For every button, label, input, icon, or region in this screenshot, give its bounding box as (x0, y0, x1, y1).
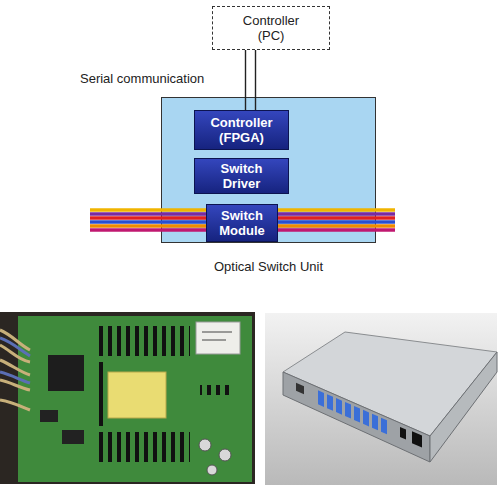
fiber-connector (318, 390, 324, 407)
serial-port (296, 383, 304, 394)
driver-pins (200, 385, 230, 395)
fpga-box: Controller (FPGA) (194, 110, 289, 150)
unit-caption: Optical Switch Unit (112, 259, 425, 274)
pcb-photo (0, 312, 255, 484)
box-label: Controller (PC) (233, 13, 309, 43)
driver-box: Switch Driver (194, 158, 289, 194)
power-socket (412, 431, 422, 447)
fpga-chip (48, 355, 84, 391)
driver-pins (95, 362, 105, 426)
device-front (283, 372, 430, 462)
capacitor (207, 465, 217, 475)
capacitor (219, 449, 231, 461)
serial-line (255, 50, 256, 110)
controller-box: Controller (PC) (212, 6, 330, 50)
small-chip (62, 430, 84, 444)
power-module (196, 322, 240, 354)
fiber-connector (372, 414, 378, 431)
box-label: Switch Module (207, 208, 277, 238)
power-switch (400, 427, 406, 440)
fiber-connector (381, 418, 387, 435)
device-photo (265, 313, 497, 485)
photo-background (0, 312, 255, 484)
box-label: Switch Driver (195, 161, 288, 191)
fiber-connector (345, 402, 351, 419)
fiber-connector (336, 398, 342, 415)
front-connectors (296, 381, 422, 450)
small-chip (40, 410, 58, 422)
fiber-connector (327, 394, 333, 411)
fiber-connector (354, 406, 360, 423)
device-side (430, 352, 497, 462)
circuit-board (18, 316, 252, 482)
photo-background (265, 313, 497, 485)
module-marking (202, 340, 226, 341)
switch-module-chip (108, 372, 166, 418)
fiber-connector (363, 410, 369, 427)
ribbon-cables (0, 338, 30, 383)
driver-pins (95, 432, 190, 462)
module-box: Switch Module (206, 204, 278, 242)
capacitor (199, 439, 211, 451)
driver-pins (95, 326, 190, 356)
box-label: Controller (FPGA) (195, 115, 288, 145)
module-marking (202, 332, 232, 333)
serial-line (245, 50, 246, 110)
ribbon-cables (0, 330, 30, 410)
connection-label: Serial communication (80, 71, 204, 86)
